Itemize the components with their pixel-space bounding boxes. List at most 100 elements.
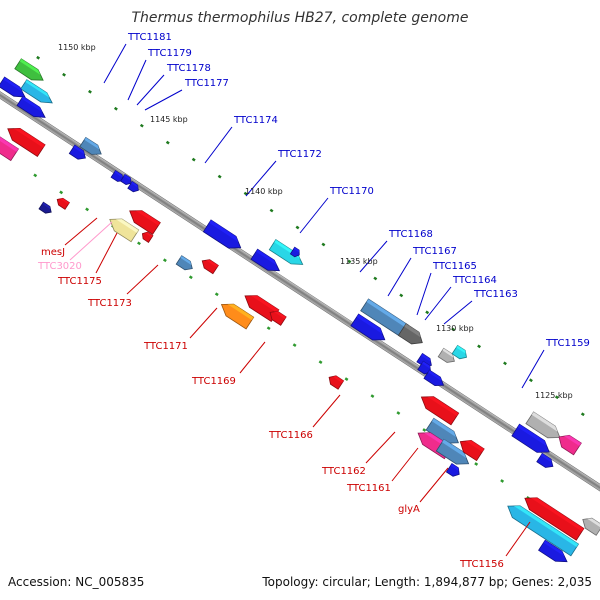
gene-arrow-highlight	[227, 304, 254, 321]
label-leader-line	[239, 341, 266, 374]
label-leader-line	[136, 74, 165, 106]
scale-tick	[474, 462, 479, 466]
gene-arrow-highlight	[404, 323, 421, 338]
gene-label: TTC1168	[388, 229, 433, 240]
gene-arrow-highlight	[131, 181, 138, 188]
accession-text: Accession: NC_005835	[8, 575, 144, 589]
gene-arrow	[20, 79, 53, 104]
gene-label: TTC1167	[412, 246, 457, 257]
gene-label: TTC1156	[459, 559, 504, 570]
gene-label: TTC1179	[147, 48, 192, 59]
gene-label: TTC1171	[143, 341, 188, 352]
gene-arrow-highlight	[428, 370, 442, 382]
scale-tick	[33, 173, 38, 178]
genome-backbone	[0, 86, 600, 509]
scale-labels: 1150 kbp 1145 kbp 1140 kbp 1135 kbp 1130…	[58, 43, 573, 400]
scale-tick	[321, 242, 326, 247]
gene-label: TTC3020	[37, 261, 82, 272]
gene-arrow-highlight	[205, 259, 219, 268]
scale-tick	[85, 207, 90, 212]
forward-gene-labels: TTC1181 TTC1179 TTC1178 TTC1177 TTC1174 …	[127, 32, 590, 349]
scale-tick	[292, 343, 297, 348]
gene-arrow-highlight	[209, 219, 239, 242]
gene-arrow	[109, 218, 140, 243]
scale-tick	[373, 276, 378, 281]
label-leaders	[64, 43, 545, 557]
gene-arrow-highlight	[531, 497, 584, 532]
gene-arrow-highlight	[25, 79, 50, 98]
label-leader-line	[64, 217, 98, 246]
scale-tick	[529, 378, 533, 383]
scale-label: 1130 kbp	[436, 324, 474, 333]
gene-arrow-highlight	[421, 353, 431, 362]
gene-label: TTC1175	[57, 276, 102, 287]
gene-label: TTC1177	[184, 78, 229, 89]
gene-arrow-highlight	[456, 345, 466, 354]
gene-arrow	[14, 58, 44, 81]
label-leader-line	[69, 221, 113, 261]
label-leader-line	[419, 467, 449, 503]
gene-arrow	[536, 452, 554, 468]
gene-arrow-highlight	[84, 137, 100, 150]
scale-tick	[422, 428, 427, 432]
gene-label: TTC1162	[321, 466, 366, 477]
gene-arrow	[423, 369, 445, 387]
gene-label: TTC1178	[166, 63, 211, 74]
gene-arrow-highlight	[180, 255, 192, 265]
scale-tick	[137, 241, 141, 246]
scale-tick	[266, 326, 271, 331]
scale-tick	[580, 412, 585, 417]
label-leader-line	[189, 307, 218, 339]
gene-arrow	[38, 201, 52, 214]
scale-tick	[165, 140, 170, 145]
gene-arrow	[437, 347, 455, 363]
gene-arrow-highlight	[144, 232, 153, 238]
label-leader-line	[359, 240, 388, 273]
scale-tick	[396, 411, 401, 415]
gene-arrow-highlight	[517, 424, 547, 447]
label-leader-line	[424, 286, 452, 321]
gene-label: TTC1172	[277, 149, 322, 160]
gene-arrow	[16, 95, 46, 118]
gene-arrow	[220, 303, 255, 330]
gene-arrow	[525, 411, 561, 439]
scale-tick	[36, 55, 41, 60]
gene-arrow	[350, 313, 386, 341]
scale-tick	[451, 327, 456, 332]
label-leader-line	[126, 264, 159, 295]
gene-arrow-highlight	[256, 249, 277, 266]
gene-arrow	[0, 76, 26, 98]
gene-arrow-highlight	[42, 202, 51, 210]
label-leader-line	[204, 126, 233, 164]
label-leader-line	[127, 59, 147, 101]
gene-arrow-highlight	[442, 348, 454, 358]
label-leader-line	[505, 521, 531, 557]
label-leader-line	[95, 232, 118, 274]
scale-label: 1150 kbp	[58, 43, 96, 52]
gene-arrow-highlight	[13, 128, 46, 148]
gene-arrow-highlight	[465, 440, 485, 452]
gene-label: TTC1166	[268, 430, 313, 441]
scale-tick	[217, 174, 222, 179]
gene-arrow-highlight	[543, 540, 565, 557]
scale-tick	[425, 310, 430, 315]
gene-arrow	[250, 248, 281, 272]
gene-label: TTC1159	[545, 338, 590, 349]
gene-arrow-highlight	[564, 435, 582, 446]
label-leader-line	[299, 197, 329, 234]
gene-arrow-highlight	[442, 439, 467, 459]
gene-label: TTC1169	[191, 376, 236, 387]
gene-arrow-highlight	[540, 453, 552, 463]
gene-label: glyA	[398, 504, 420, 515]
gene-arrow-highlight	[531, 411, 558, 432]
scale-tick	[318, 360, 323, 364]
map-title: Thermus thermophilus HB27, complete geno…	[131, 10, 468, 26]
gene-arrow-highlight	[135, 210, 161, 226]
scale-tick	[214, 292, 219, 297]
gene-arrow-highlight	[251, 295, 279, 313]
scale-tick	[399, 293, 404, 298]
scale-tick	[554, 395, 559, 400]
gene-arrow-highlight	[293, 247, 300, 253]
scale-label: 1145 kbp	[150, 115, 188, 124]
